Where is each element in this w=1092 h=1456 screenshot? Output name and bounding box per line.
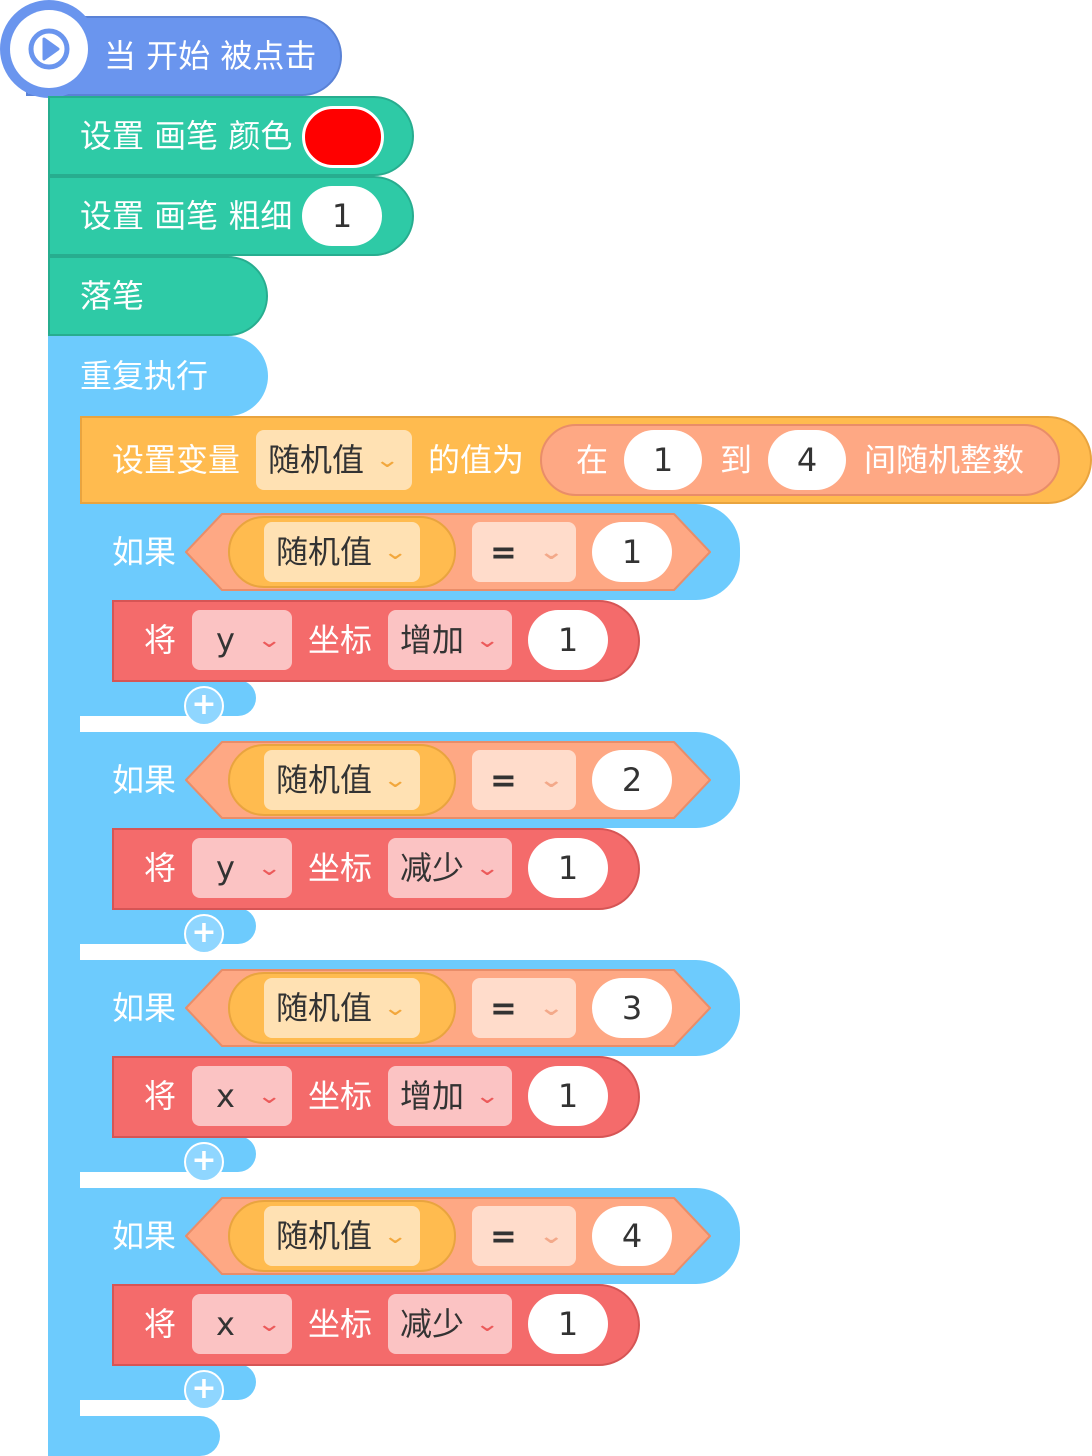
chevron-down-icon: ⌄	[382, 1224, 409, 1249]
change-op-dropdown-label: 增加	[400, 621, 465, 659]
variable-dropdown-label: 随机值	[276, 761, 373, 799]
change-op-dropdown[interactable]: 增加 ⌄	[388, 610, 512, 670]
chevron-down-icon: ⌄	[538, 768, 565, 793]
operator-dropdown-label: =	[490, 1217, 517, 1255]
random-from-input[interactable]: 1	[624, 430, 702, 490]
pen-size-input[interactable]: 1	[302, 186, 382, 246]
change-amount-input[interactable]: 1	[528, 838, 608, 898]
operator-dropdown-label: =	[490, 761, 517, 799]
random-to-input[interactable]: 4	[768, 430, 846, 490]
set-variable-label: 设置变量	[112, 441, 241, 479]
add-else-button[interactable]: +	[184, 1370, 224, 1410]
change-prefix-label: 将	[144, 1077, 177, 1115]
pen-color-swatch[interactable]	[302, 106, 384, 168]
change-op-dropdown-label: 减少	[400, 1305, 465, 1343]
variable-dropdown-label: 随机值	[276, 1217, 373, 1255]
chevron-down-icon: ⌄	[474, 628, 501, 653]
variable-dropdown[interactable]: 随机值 ⌄	[264, 1206, 420, 1266]
set-pen-size-label: 设置 画笔 粗细	[80, 197, 293, 235]
repeat-block-arm[interactable]	[48, 336, 80, 1456]
compare-value-input[interactable]: 1	[592, 522, 672, 582]
coordinate-label: 坐标	[308, 1077, 373, 1115]
if-block-footer	[80, 680, 256, 716]
chevron-down-icon: ⌄	[474, 856, 501, 881]
set-pen-color-label: 设置 画笔 颜色	[80, 117, 293, 155]
coordinate-label: 坐标	[308, 1305, 373, 1343]
variable-dropdown-label: 随机值	[276, 989, 373, 1027]
variable-dropdown[interactable]: 随机值 ⌄	[256, 430, 412, 490]
repeat-block-footer	[48, 1416, 220, 1456]
axis-dropdown[interactable]: y ⌄	[192, 610, 292, 670]
change-prefix-label: 将	[144, 849, 177, 887]
change-amount-input[interactable]: 1	[528, 610, 608, 670]
operator-dropdown[interactable]: = ⌄	[472, 522, 576, 582]
pen-down-block[interactable]	[48, 256, 268, 336]
chevron-down-icon: ⌄	[382, 768, 409, 793]
if-label: 如果	[112, 989, 177, 1027]
compare-value-input[interactable]: 2	[592, 750, 672, 810]
change-op-dropdown[interactable]: 增加 ⌄	[388, 1066, 512, 1126]
add-else-button[interactable]: +	[184, 914, 224, 954]
axis-dropdown-label: y	[216, 849, 235, 887]
chevron-down-icon: ⌄	[382, 996, 409, 1021]
if-label: 如果	[112, 761, 177, 799]
hat-label: 当 开始 被点击	[104, 37, 317, 75]
axis-dropdown[interactable]: y ⌄	[192, 838, 292, 898]
axis-dropdown-label: x	[216, 1077, 235, 1115]
if-label: 如果	[112, 1217, 177, 1255]
axis-dropdown[interactable]: x ⌄	[192, 1294, 292, 1354]
random-to-label: 到	[720, 441, 753, 479]
change-amount-input[interactable]: 1	[528, 1294, 608, 1354]
chevron-down-icon: ⌄	[256, 856, 283, 881]
change-amount-input[interactable]: 1	[528, 1066, 608, 1126]
repeat-block-header[interactable]	[48, 336, 268, 416]
change-prefix-label: 将	[144, 621, 177, 659]
set-variable-mid-label: 的值为	[428, 441, 525, 479]
if-block-footer	[80, 908, 256, 944]
repeat-label: 重复执行	[80, 357, 209, 395]
play-icon	[28, 28, 70, 70]
add-else-button[interactable]: +	[184, 686, 224, 726]
change-op-dropdown[interactable]: 减少 ⌄	[388, 838, 512, 898]
chevron-down-icon: ⌄	[538, 996, 565, 1021]
if-block-footer	[80, 1364, 256, 1400]
operator-dropdown[interactable]: = ⌄	[472, 750, 576, 810]
change-op-dropdown-label: 减少	[400, 849, 465, 887]
if-block-footer	[80, 1136, 256, 1172]
change-op-dropdown-label: 增加	[400, 1077, 465, 1115]
chevron-down-icon: ⌄	[474, 1084, 501, 1109]
play-button[interactable]	[0, 0, 98, 98]
axis-dropdown[interactable]: x ⌄	[192, 1066, 292, 1126]
chevron-down-icon: ⌄	[538, 1224, 565, 1249]
change-op-dropdown[interactable]: 减少 ⌄	[388, 1294, 512, 1354]
random-suffix-label: 间随机整数	[864, 441, 1025, 479]
operator-dropdown[interactable]: = ⌄	[472, 978, 576, 1038]
operator-dropdown-label: =	[490, 989, 517, 1027]
variable-dropdown-label: 随机值	[276, 533, 373, 571]
add-else-button[interactable]: +	[184, 1142, 224, 1182]
chevron-down-icon: ⌄	[256, 1312, 283, 1337]
variable-dropdown[interactable]: 随机值 ⌄	[264, 522, 420, 582]
coordinate-label: 坐标	[308, 621, 373, 659]
axis-dropdown-label: x	[216, 1305, 235, 1343]
chevron-down-icon: ⌄	[374, 448, 401, 473]
coordinate-label: 坐标	[308, 849, 373, 887]
chevron-down-icon: ⌄	[382, 540, 409, 565]
compare-value-input[interactable]: 4	[592, 1206, 672, 1266]
operator-dropdown-label: =	[490, 533, 517, 571]
variable-dropdown[interactable]: 随机值 ⌄	[264, 978, 420, 1038]
chevron-down-icon: ⌄	[256, 1084, 283, 1109]
chevron-down-icon: ⌄	[538, 540, 565, 565]
variable-dropdown-label: 随机值	[268, 441, 365, 479]
compare-value-input[interactable]: 3	[592, 978, 672, 1038]
random-prefix-label: 在	[576, 441, 609, 479]
chevron-down-icon: ⌄	[474, 1312, 501, 1337]
axis-dropdown-label: y	[216, 621, 235, 659]
change-prefix-label: 将	[144, 1305, 177, 1343]
chevron-down-icon: ⌄	[256, 628, 283, 653]
operator-dropdown[interactable]: = ⌄	[472, 1206, 576, 1266]
pen-down-label: 落笔	[80, 277, 145, 315]
variable-dropdown[interactable]: 随机值 ⌄	[264, 750, 420, 810]
if-label: 如果	[112, 533, 177, 571]
